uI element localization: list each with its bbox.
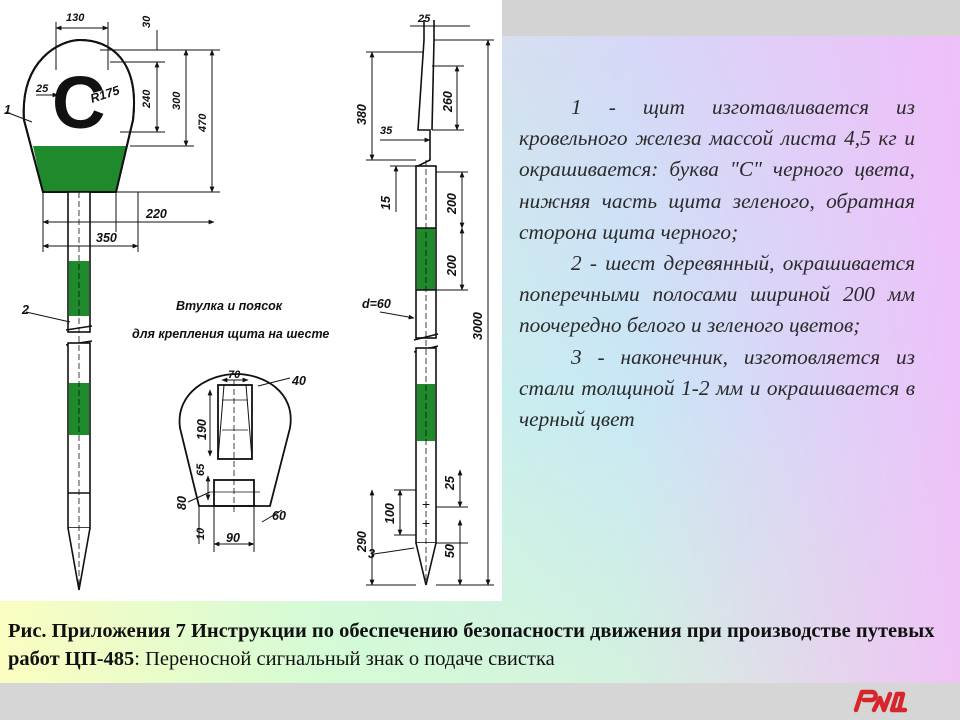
dim-lines-detail <box>187 377 291 552</box>
dim-65: 65 <box>195 463 207 476</box>
pole-left <box>65 191 93 591</box>
dim-80: 80 <box>175 496 189 510</box>
sign-letter: С <box>52 61 105 144</box>
pole-right: + + <box>413 20 439 586</box>
svg-text:+: + <box>422 496 430 512</box>
drawing-svg: С R175 <box>4 12 494 591</box>
description-item-2: 2 - шест деревянный, окрашивается попере… <box>519 251 915 338</box>
bushing-detail <box>178 373 292 512</box>
dim-40: 40 <box>291 374 306 388</box>
description-item-3: 3 - наконечник, изготовляется из стали т… <box>519 344 915 432</box>
annotation-line-2: для крепления щита на шесте <box>132 327 329 341</box>
svg-text:+: + <box>422 515 430 531</box>
dim-35: 35 <box>380 125 393 137</box>
dim-190: 190 <box>195 419 209 440</box>
dim-10: 10 <box>195 527 207 540</box>
dim-25-bottom: 25 <box>443 475 457 491</box>
dim-30: 30 <box>141 15 153 28</box>
dim-3000: 3000 <box>471 312 485 340</box>
dim-300: 300 <box>171 91 183 110</box>
dim-25-top: 25 <box>417 13 431 25</box>
dim-200-b: 200 <box>445 255 459 277</box>
dim-60: 60 <box>272 509 286 523</box>
dim-90: 90 <box>226 531 240 545</box>
dim-470: 470 <box>197 113 209 133</box>
dim-240: 240 <box>141 89 153 109</box>
dim-290: 290 <box>355 531 369 553</box>
dim-350: 350 <box>96 231 117 245</box>
part-label-2: 2 <box>21 303 29 317</box>
rzd-logo-icon <box>852 686 908 719</box>
dim-50: 50 <box>443 544 457 558</box>
dim-200-a: 200 <box>445 193 459 215</box>
dim-220: 220 <box>145 207 167 221</box>
annotation-line-1: Втулка и поясок <box>176 299 283 313</box>
description-text: 1 - щит изготавливается из кровельного ж… <box>519 92 915 435</box>
technical-drawing: С R175 <box>0 0 502 601</box>
figure-caption: Рис. Приложения 7 Инструкции по обеспече… <box>8 618 938 673</box>
dim-25: 25 <box>35 83 49 95</box>
caption-normal: : Переносной сигнальный знак о подаче св… <box>134 647 555 670</box>
description-item-1: 1 - щит изготавливается из кровельного ж… <box>519 95 915 244</box>
part-label-1: 1 <box>4 103 11 117</box>
caption-bold: Рис. Приложения 7 Инструкции по обеспече… <box>8 620 935 670</box>
dim-260: 260 <box>441 91 455 113</box>
dim-130: 130 <box>66 12 85 24</box>
diameter-label: d=60 <box>362 297 391 311</box>
dim-15: 15 <box>379 195 393 210</box>
dim-lines-right <box>366 25 494 586</box>
dim-lines-left <box>5 22 220 323</box>
footer-bar <box>0 683 960 720</box>
shield-figure <box>22 38 136 193</box>
dim-70: 70 <box>228 369 241 381</box>
dim-100: 100 <box>383 503 397 524</box>
dim-380: 380 <box>355 104 369 125</box>
part-label-3: 3 <box>368 547 375 561</box>
